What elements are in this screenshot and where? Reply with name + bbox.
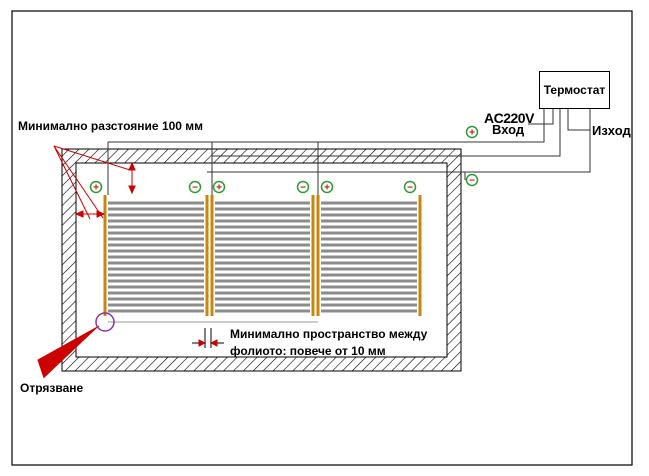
min-space-label: Минимално пространство между фолиото: по… [230, 326, 427, 360]
wiring [107, 109, 591, 195]
pointer-to-top [53, 145, 131, 171]
cut-label: Отрязване [20, 381, 84, 395]
gap-marks [192, 328, 224, 348]
pointer-lines [37, 145, 131, 379]
electrode-right [311, 195, 315, 316]
dim-left-arrow-l [74, 210, 84, 218]
terminal-ring [465, 125, 479, 139]
room-wall [61, 148, 462, 372]
outer-frame [11, 10, 633, 466]
thermostat-box: Термостат [539, 71, 610, 109]
min-distance-label: Минимално разстояние 100 мм [18, 119, 204, 133]
wire-bus-plus [108, 109, 545, 143]
cut-marker-circle [95, 312, 115, 332]
min-space-line2: фолиото: повече от 10 мм [230, 344, 386, 358]
terminal-plus: + [212, 180, 226, 194]
pointer-to-corner [53, 145, 104, 219]
electrode-left [210, 195, 214, 316]
terminal-ring [403, 180, 417, 194]
terminal-symbol: − [192, 183, 198, 194]
terminal-minus: − [403, 180, 417, 194]
terminal-ring [212, 180, 226, 194]
terminal-symbol: − [300, 183, 306, 194]
film-panel-3 [316, 195, 422, 316]
wire-input [528, 109, 554, 125]
terminal-symbol: + [469, 128, 475, 139]
wire-return-bottom [207, 171, 466, 180]
terminal-ring [296, 180, 310, 194]
dim-top-arrow-up [128, 161, 136, 171]
voltage-label: AC220V [484, 110, 534, 126]
terminal-minus: − [188, 180, 202, 194]
input-label: Вход [492, 122, 525, 137]
terminal-plus: + [465, 125, 479, 139]
output-label: Изход [592, 123, 631, 138]
dim-top-arrow-down [128, 185, 136, 195]
wire-return [465, 109, 591, 173]
terminal-ring [188, 180, 202, 194]
pointer-to-wall [53, 145, 91, 220]
wire-bus-mid [212, 109, 561, 157]
electrode-right [205, 195, 209, 316]
electrode-right [418, 195, 422, 316]
heating-film-panels [103, 195, 422, 316]
film-panel-2 [210, 195, 315, 316]
terminal-symbol: + [324, 183, 330, 194]
terminal-plus: + [89, 180, 103, 194]
pointer-cut [37, 325, 100, 379]
terminal-plus: + [320, 180, 334, 194]
film-panel-1 [103, 195, 209, 316]
terminal-minus: − [296, 180, 310, 194]
terminal-minus: − [465, 173, 479, 187]
min-space-line1: Минимално пространство между [230, 327, 428, 341]
terminal-symbol: − [469, 176, 475, 187]
terminal-symbol: + [216, 183, 222, 194]
terminal-ring [465, 173, 479, 187]
terminal-ring [320, 180, 334, 194]
terminal-symbol: − [407, 183, 413, 194]
thermostat-label: Термостат [543, 83, 606, 97]
terminal-markers: + − + − + − + − [89, 125, 479, 194]
wire-output [567, 109, 590, 131]
electrode-left [103, 195, 107, 316]
terminal-ring [89, 180, 103, 194]
terminal-symbol: + [93, 183, 99, 194]
electrode-left [316, 195, 320, 316]
